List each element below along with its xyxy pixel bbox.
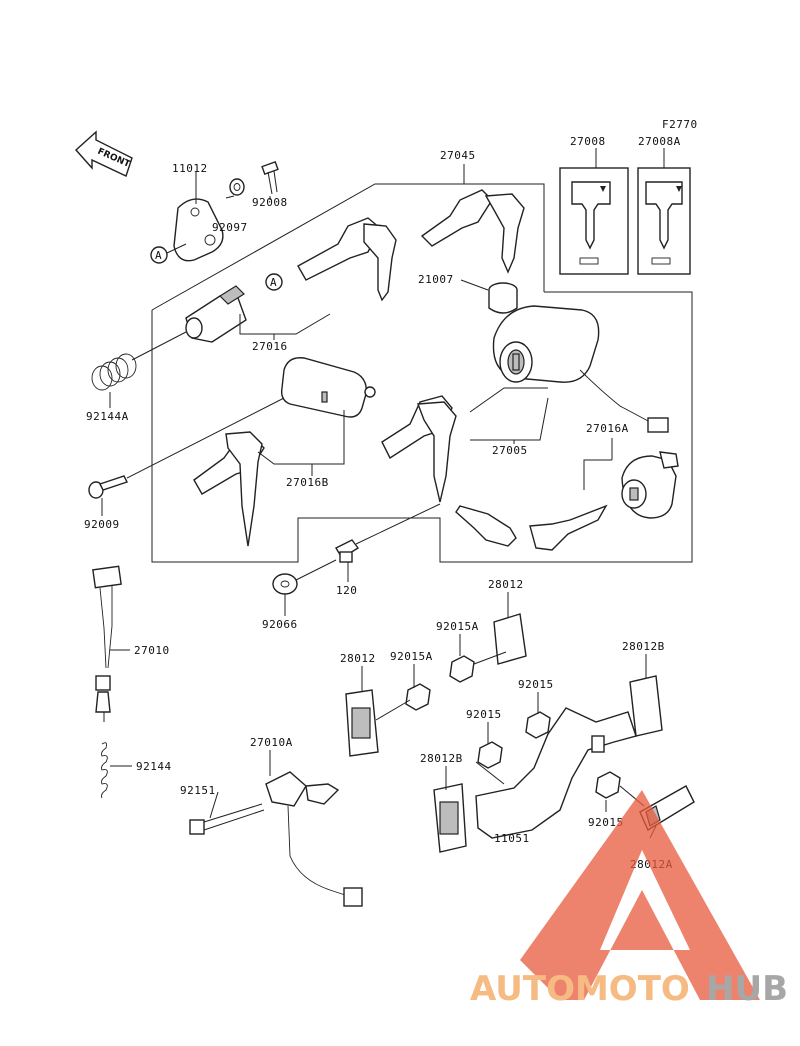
part-label-92008: 92008 bbox=[252, 196, 288, 209]
keys-27016A bbox=[455, 504, 608, 551]
nut-92015A-top bbox=[449, 651, 507, 683]
plate-28012-left bbox=[345, 689, 379, 757]
bolt-120 bbox=[335, 539, 360, 563]
key-27008-box bbox=[559, 167, 629, 275]
key-27008A-box bbox=[637, 167, 691, 275]
part-label-28012B-right: 28012B bbox=[622, 640, 665, 653]
part-label-92009: 92009 bbox=[84, 518, 120, 531]
part-label-92144: 92144 bbox=[136, 760, 172, 773]
part-label-27016: 27016 bbox=[252, 340, 288, 353]
part-label-27008: 27008 bbox=[570, 135, 606, 148]
bolt-92008 bbox=[261, 160, 279, 195]
watermark-logo: AUTOMOTO HUB bbox=[470, 790, 788, 1009]
lock-cylinder-27016 bbox=[185, 285, 247, 343]
washer-92066 bbox=[272, 573, 298, 595]
spring-92144 bbox=[101, 742, 108, 799]
part-label-92015A-top: 92015A bbox=[436, 620, 479, 633]
part-label-92015-right: 92015 bbox=[588, 816, 624, 829]
nut-92015-mid bbox=[525, 711, 551, 739]
watermark-text-automoto: AUTOMOTO bbox=[470, 969, 690, 1009]
nut-92015A-left bbox=[375, 683, 431, 721]
part-label-28012-left: 28012 bbox=[340, 652, 376, 665]
part-label-27045: 27045 bbox=[440, 149, 476, 162]
part-label-11012: 11012 bbox=[172, 162, 208, 175]
part-label-27005: 27005 bbox=[492, 444, 528, 457]
cap-21007 bbox=[488, 282, 518, 314]
part-label-92144A: 92144A bbox=[86, 410, 129, 423]
part-label-11051: 11051 bbox=[494, 832, 530, 845]
part-label-92015-left: 92015 bbox=[466, 708, 502, 721]
screw-92009 bbox=[88, 475, 128, 499]
part-label-92066: 92066 bbox=[262, 618, 298, 631]
part-label-27010A: 27010A bbox=[250, 736, 293, 749]
part-label-120: 120 bbox=[336, 584, 357, 597]
leader-lines bbox=[101, 148, 665, 839]
front-arrow-icon: FRONT bbox=[75, 130, 133, 177]
assembly-frame bbox=[151, 183, 693, 563]
part-label-27010: 27010 bbox=[134, 644, 170, 657]
lock-27016B bbox=[280, 357, 376, 418]
part-label-28012-top: 28012 bbox=[488, 578, 524, 591]
key-set-27045 bbox=[420, 189, 525, 274]
watermark-triangle-icon bbox=[520, 790, 760, 1000]
nut-92015-left bbox=[477, 741, 503, 769]
part-label-27016B: 27016B bbox=[286, 476, 329, 489]
switch-27010 bbox=[92, 565, 122, 722]
keys-27005 bbox=[381, 395, 457, 503]
part-label-28012B-left: 28012B bbox=[420, 752, 463, 765]
part-label-92015-mid: 92015 bbox=[518, 678, 554, 691]
ignition-switch-27005 bbox=[492, 305, 669, 433]
marker-a-mid-label: A bbox=[270, 276, 277, 289]
part-label-27016A: 27016A bbox=[586, 422, 629, 435]
switch-27010A bbox=[265, 771, 363, 907]
part-label-92151: 92151 bbox=[180, 784, 216, 797]
bolt-92151 bbox=[189, 803, 265, 835]
plate-28012B-left bbox=[433, 783, 467, 853]
washer-92097 bbox=[229, 178, 245, 196]
plate-28012B-right bbox=[629, 675, 663, 737]
keys-27016B bbox=[193, 431, 265, 547]
part-label-92097: 92097 bbox=[212, 221, 248, 234]
plate-28012-top bbox=[493, 613, 527, 665]
bracket-11051 bbox=[475, 707, 637, 839]
watermark-text-hub: HUB bbox=[706, 969, 788, 1009]
keys-27016 bbox=[297, 217, 397, 302]
nut-92015-right bbox=[595, 771, 621, 799]
part-label-27008A: 27008A bbox=[638, 135, 681, 148]
bracket-11012 bbox=[173, 198, 224, 262]
marker-a-left: A bbox=[150, 246, 168, 264]
marker-a-mid: A bbox=[265, 273, 283, 291]
marker-a-left-label: A bbox=[155, 249, 162, 262]
seat-lock-27016A bbox=[621, 451, 679, 519]
figure-code: F2770 bbox=[662, 118, 698, 131]
part-label-21007: 21007 bbox=[418, 273, 454, 286]
part-label-92015A-left: 92015A bbox=[390, 650, 433, 663]
spring-92144A bbox=[91, 353, 137, 391]
